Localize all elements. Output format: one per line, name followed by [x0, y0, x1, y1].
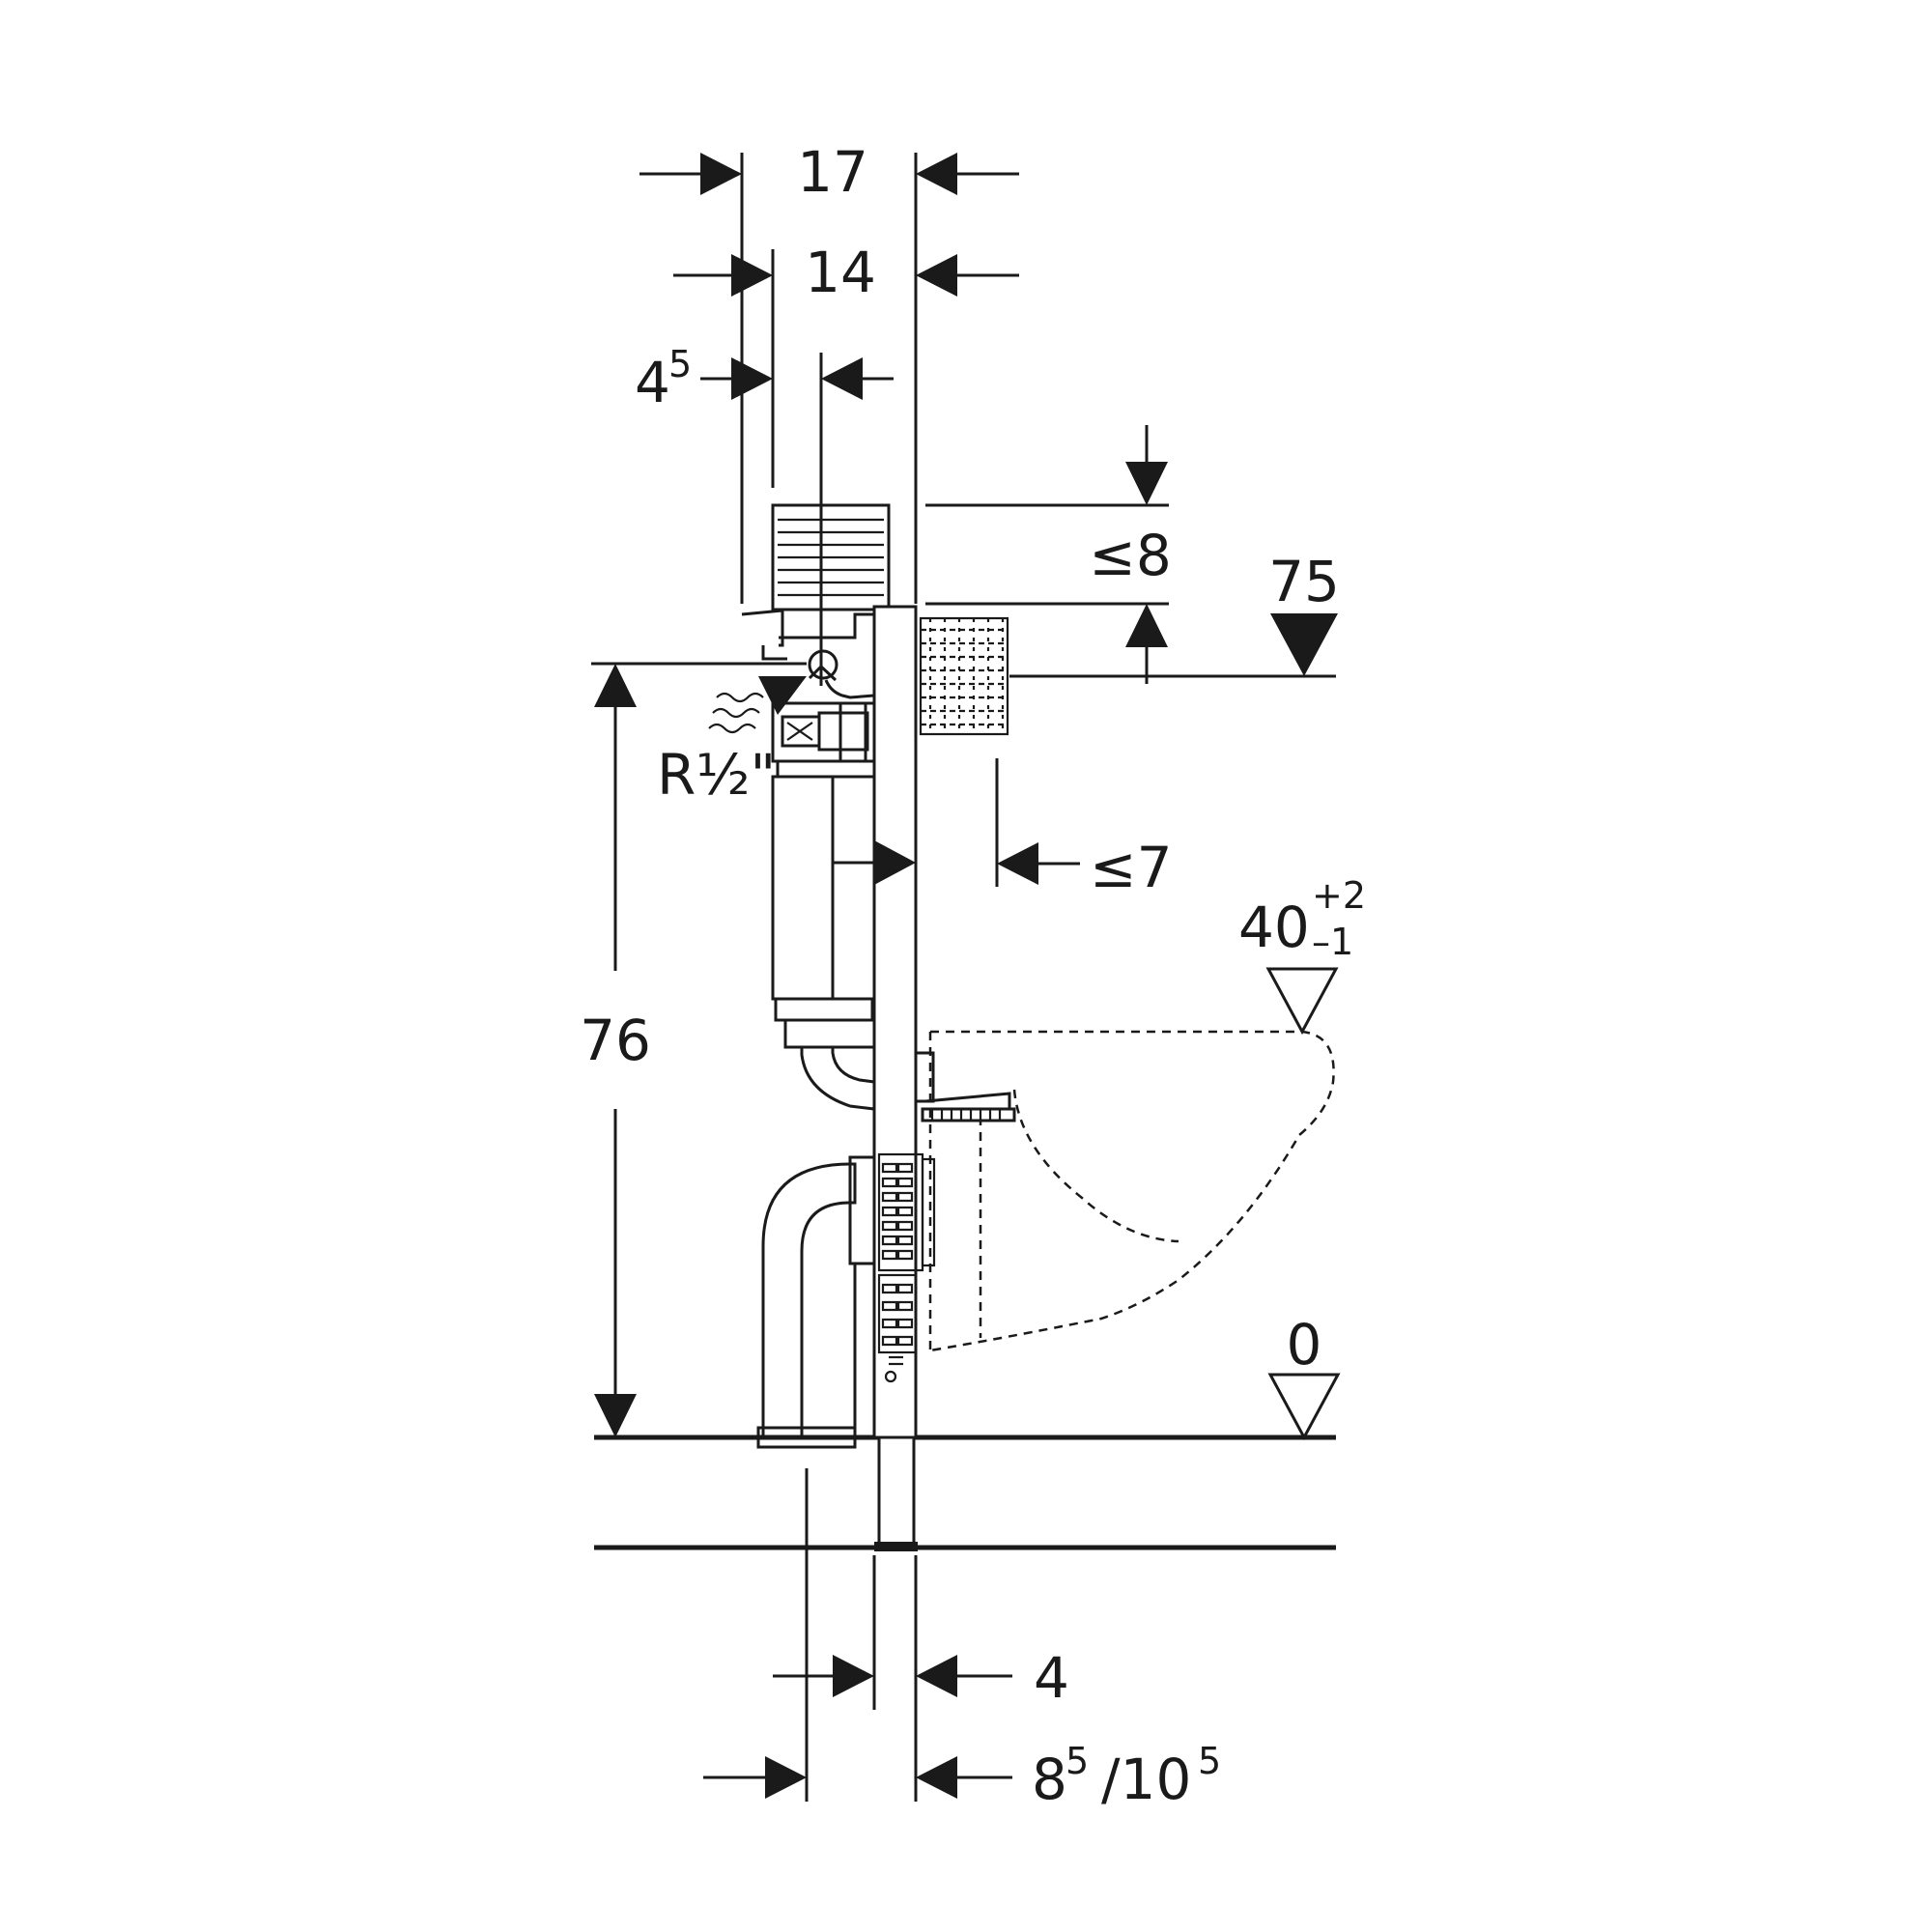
dim-45-sup: 5 — [668, 343, 692, 385]
level-40-tol-plus: +2 — [1312, 874, 1366, 917]
dim-14-label: 14 — [805, 240, 876, 305]
dim-85-arrow-right — [916, 1756, 957, 1799]
dim-le8-arrow-bottom — [1125, 604, 1168, 647]
dim-85-label-base: 8 — [1032, 1747, 1067, 1812]
bracket-left — [741, 609, 784, 647]
water-valve-ring — [808, 649, 838, 680]
dim-45-arrow-right — [821, 357, 863, 400]
dim-76-label: 76 — [580, 1008, 651, 1073]
water-valve-inner — [808, 664, 838, 682]
dim-17-arrow-left — [700, 153, 742, 195]
dim-le7-arrow — [997, 842, 1038, 885]
flush-plate-box — [919, 616, 1009, 736]
dim-105-label-sup: 5 — [1198, 1740, 1221, 1782]
water-wave-3 — [708, 723, 756, 734]
cistern-body — [771, 701, 876, 1049]
dim-le8-label: ≤8 — [1089, 523, 1172, 588]
dim-45-label: 4 — [635, 350, 670, 415]
dim-14-arrow-left — [731, 254, 773, 297]
cistern-top-hatched — [771, 503, 891, 611]
level-75-triangle — [1270, 613, 1338, 676]
frame-leg — [877, 1435, 916, 1548]
dim-14-arrow-right — [916, 254, 957, 297]
water-inlet-arrow — [758, 676, 807, 715]
fixing-bolt — [921, 1092, 1016, 1122]
dim-85-label-sup: 5 — [1065, 1740, 1089, 1782]
frame-profile — [872, 605, 918, 1439]
water-wave-2 — [712, 707, 760, 719]
dim-76-arrow-bottom — [594, 1394, 637, 1437]
flush-bend — [800, 1047, 876, 1111]
level-0-triangle — [1267, 1373, 1341, 1441]
frame-screw-hole — [884, 1370, 897, 1383]
dim-le8-arrow-top — [1125, 462, 1168, 505]
dim-17-label: 17 — [797, 139, 868, 205]
frame-hatch-side — [921, 1157, 936, 1267]
dim-4-arrow-right — [916, 1655, 957, 1697]
frame-foot — [874, 1542, 918, 1551]
level-75-label: 75 — [1268, 549, 1340, 614]
water-connection-label: R½" — [657, 742, 776, 808]
water-wave-1 — [716, 692, 764, 703]
fixing-stud-bracket — [914, 1051, 935, 1103]
frame-hatch-lower — [877, 1273, 918, 1354]
toilet-bowl-dashed — [928, 1030, 1335, 1352]
dim-le7-label: ≤7 — [1090, 835, 1173, 900]
dim-17-arrow-right — [916, 153, 957, 195]
bracket-left-hook — [761, 645, 787, 661]
dim-85-label-sep: /10 — [1101, 1747, 1191, 1812]
water-valve-body — [779, 612, 876, 699]
level-40-label: 40 — [1238, 895, 1310, 960]
level-40-tol-minus: –1 — [1312, 921, 1353, 963]
dim-4-label: 4 — [1034, 1645, 1069, 1711]
level-40-triangle — [1265, 967, 1339, 1036]
dim-85-arrow-left — [765, 1756, 807, 1799]
dim-45-arrow-left — [731, 357, 773, 400]
waste-pipe-bend — [756, 1155, 876, 1449]
level-0-label: 0 — [1287, 1312, 1322, 1378]
dim-76-arrow-top — [594, 664, 637, 707]
cistern-depth-arrow — [874, 840, 916, 885]
dim-4-arrow-left — [833, 1655, 874, 1697]
